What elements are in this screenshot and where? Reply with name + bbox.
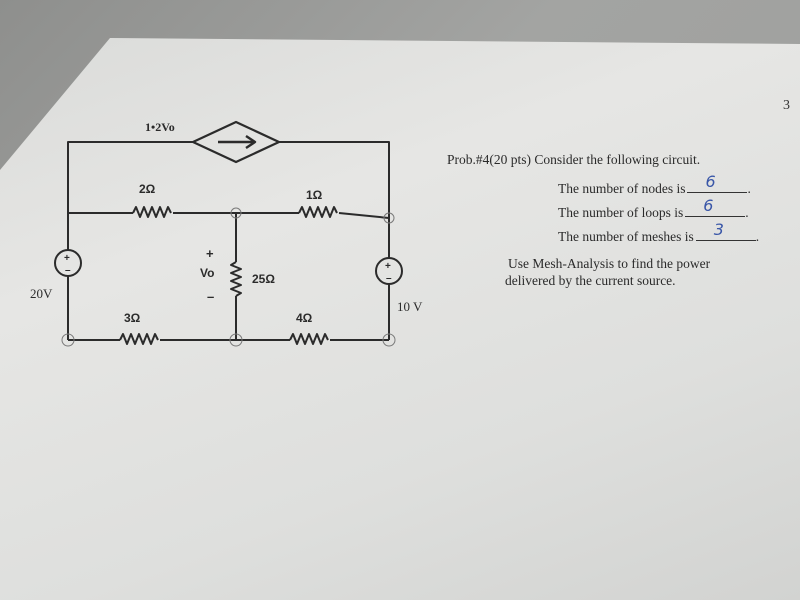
vo-label: Vo [200, 266, 214, 280]
nodes-answer: 6 [705, 172, 716, 191]
resistor-2ohm [132, 206, 172, 218]
label-4ohm: 4Ω [296, 311, 313, 325]
label-1ohm: 1Ω [306, 188, 323, 202]
loops-answer: 6 [703, 196, 714, 215]
node-mark [229, 333, 243, 347]
resistor-3ohm [119, 333, 159, 345]
current-arrow [218, 135, 257, 149]
source-left-label: 20V [30, 286, 53, 301]
nodes-answer-blank: 6 [687, 172, 748, 193]
vo-minus: – [207, 289, 214, 304]
node-mark [382, 333, 396, 347]
dependent-current-source [191, 120, 281, 164]
dependent-source-label: 1•2Vo [145, 120, 175, 134]
source-right-label: 10 V [397, 299, 423, 314]
source-left-plus: + [64, 253, 70, 264]
meshes-prompt: The number of meshes is [558, 229, 694, 244]
page-number: 3 [783, 98, 790, 113]
wire-top-right [279, 141, 390, 218]
label-3ohm: 3Ω [124, 311, 141, 325]
meshes-answer: 3 [713, 220, 724, 239]
problem-heading: Prob.#4(20 pts) Consider the following c… [447, 152, 701, 167]
resistor-4ohm [289, 333, 329, 345]
source-right-minus: – [386, 273, 392, 284]
label-25ohm: 25Ω [252, 272, 275, 286]
nodes-prompt: The number of nodes is [558, 181, 686, 196]
loops-answer-blank: 6 [685, 196, 746, 217]
source-right-plus: + [385, 261, 391, 272]
meshes-answer-blank: 3 [695, 220, 756, 241]
node-mark [230, 207, 242, 219]
node-mark [383, 212, 395, 224]
source-left-minus: – [65, 265, 71, 276]
resistor-25ohm [230, 261, 242, 297]
resistor-1ohm [298, 206, 338, 218]
instruction-line-1: Use Mesh-Analysis to find the power [508, 256, 711, 271]
loops-prompt: The number of loops is [558, 205, 684, 220]
label-2ohm: 2Ω [139, 182, 156, 196]
instruction-line-2: delivered by the current source. [505, 273, 676, 288]
vo-plus: + [206, 246, 214, 261]
node-mark [61, 333, 75, 347]
wire-top [67, 141, 193, 250]
